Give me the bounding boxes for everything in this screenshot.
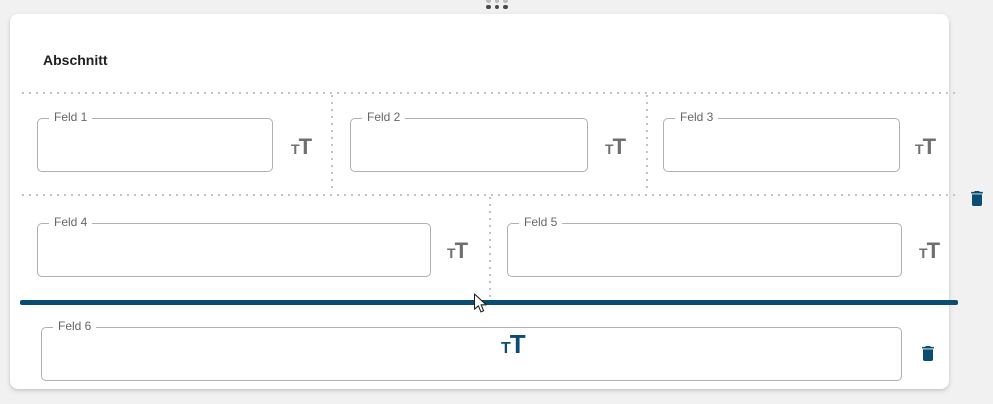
text-field-feld-6: Feld 6: [41, 319, 902, 381]
text-field-feld-4: Feld 4: [37, 215, 431, 277]
field-label: Feld 5: [519, 215, 563, 230]
text-field-feld-2: Feld 2: [350, 110, 588, 172]
field-label: Feld 4: [49, 215, 93, 230]
drag-indicator-icon[interactable]: [486, 0, 508, 9]
text-field-feld-5: Feld 5: [507, 215, 902, 277]
text-field-feld-1: Feld 1: [37, 110, 273, 172]
field-input-feld-5[interactable]: [514, 230, 895, 270]
delete-field-button[interactable]: [918, 343, 938, 364]
field-label: Feld 2: [362, 110, 406, 125]
dropzone-separator-1: [331, 95, 333, 193]
drop-indicator: [20, 300, 958, 305]
field-input-feld-4[interactable]: [44, 230, 424, 270]
field-label: Feld 1: [49, 110, 93, 125]
dropzone-border-top: [22, 92, 956, 94]
field-label: Feld 6: [53, 319, 97, 334]
field-input-feld-3[interactable]: [670, 125, 893, 165]
field-label: Feld 3: [675, 110, 719, 125]
delete-section-button[interactable]: [967, 188, 987, 209]
field-input-feld-1[interactable]: [44, 125, 266, 165]
field-input-feld-2[interactable]: [357, 125, 581, 165]
text-field-feld-3: Feld 3: [663, 110, 900, 172]
dropzone-border-middle: [22, 194, 956, 196]
section-title: Abschnitt: [43, 52, 108, 68]
field-input-feld-6[interactable]: [48, 334, 895, 374]
dropzone-separator-3: [489, 197, 491, 298]
dropzone-separator-2: [646, 95, 648, 193]
